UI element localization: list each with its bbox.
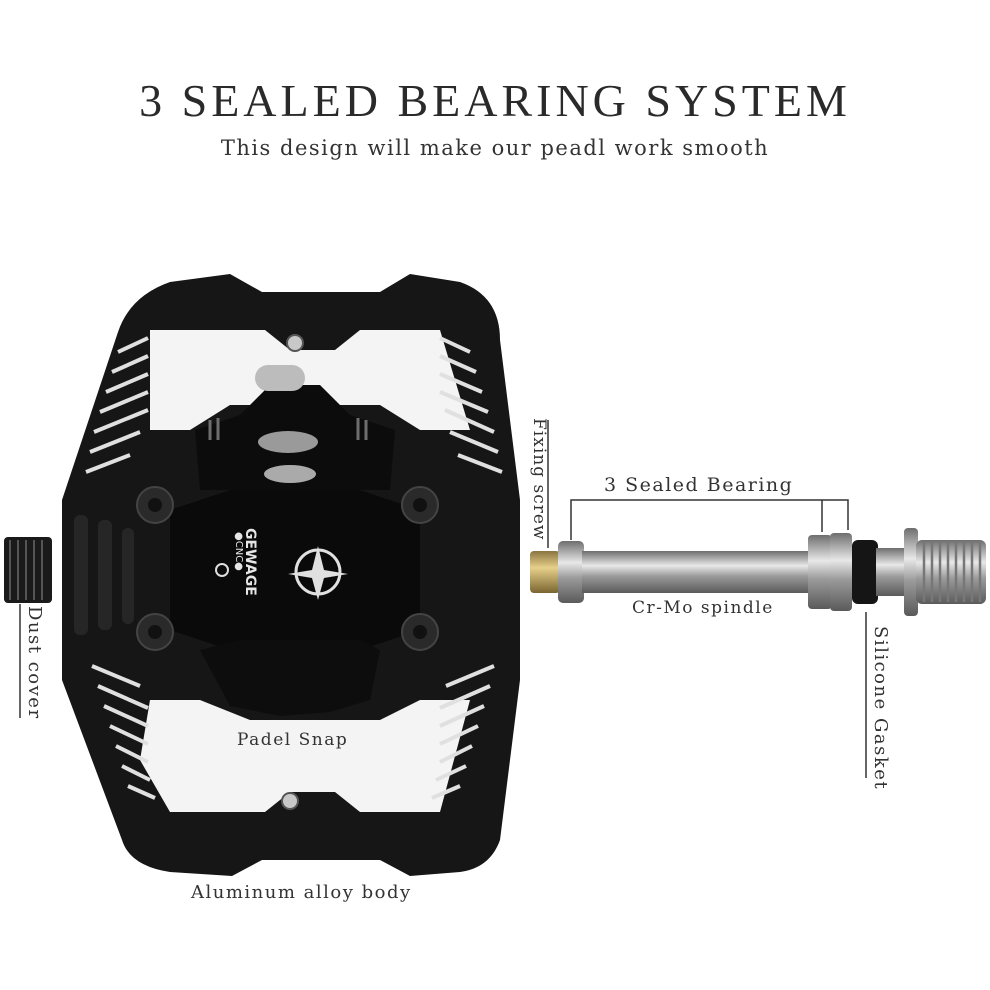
brand-sub: ●CNC● [233,532,244,571]
label-sealed-bearing: 3 Sealed Bearing [604,474,794,496]
sealed-bearing-bracket [570,499,849,540]
label-body: Aluminum alloy body [191,882,412,903]
spindle-assembly [530,528,986,616]
label-dust-cover: Dust cover [24,606,45,720]
label-silicone-gasket: Silicone Gasket [870,626,891,791]
label-padel-snap: Padel Snap [237,730,349,750]
page-subtitle: This design will make our peadl work smo… [220,136,770,160]
page-title: 3 SEALED BEARING SYSTEM [139,75,851,126]
dust-cover-part [4,537,52,603]
brand-name: GEWAGE [242,528,258,596]
clip-mechanism [136,365,439,716]
label-spindle: Cr-Mo spindle [632,598,774,618]
label-fixing-screw: Fixing screw [529,418,549,541]
